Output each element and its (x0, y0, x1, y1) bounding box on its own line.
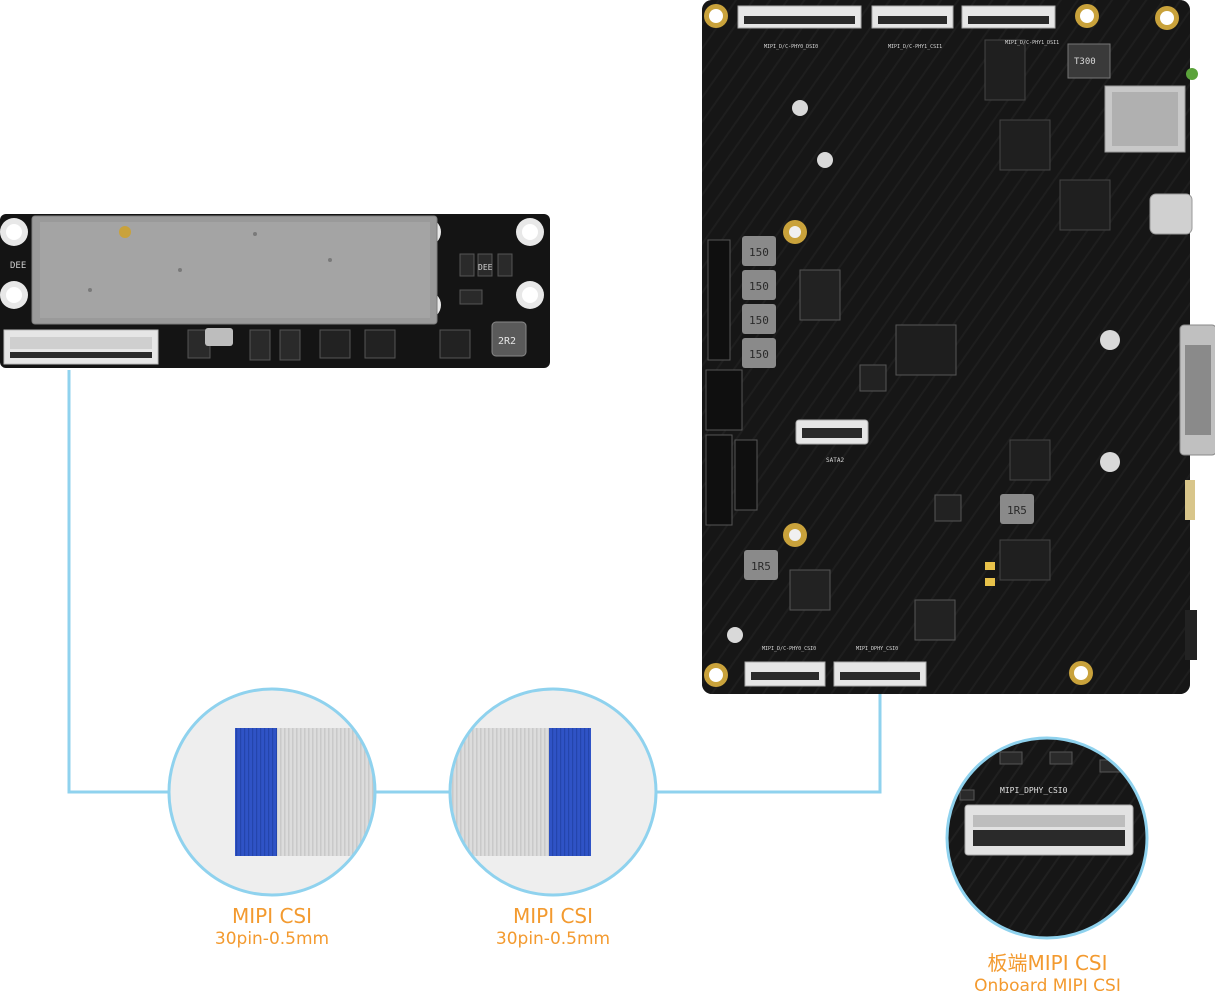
cable-zoom-left (167, 687, 377, 897)
caption-onboard-en: Onboard MIPI CSI (974, 976, 1121, 996)
label-dsi1: MIPI_D/C-PHY1_DSI1 (1005, 40, 1059, 46)
caption-cable-left-title: MIPI CSI (231, 904, 313, 928)
main-chip (895, 324, 957, 376)
caption-cable-left: MIPI CSI 30pin-0.5mm (172, 904, 372, 950)
caption-cable-left-spec: 30pin-0.5mm (214, 929, 330, 949)
main-board-silkscreen: MIPI_D/C-PHY0_DSI0 MIPI_D/C-PHY1_CSI1 MI… (749, 40, 1096, 652)
main-board (702, 0, 1215, 694)
caption-cable-right: MIPI CSI 30pin-0.5mm (453, 904, 653, 950)
inductor-150-d: 150 (749, 348, 769, 361)
onboard-connector-zoom (945, 736, 1149, 940)
caption-cable-right-title: MIPI CSI (512, 904, 594, 928)
camera-silk-2r2: 2R2 (498, 336, 516, 347)
label-sata2: SATA2 (826, 457, 844, 464)
camera-silk-dee-1: DEE (10, 261, 26, 271)
inductor-2r2 (491, 321, 527, 357)
camera-silk-dee-2: DEE (478, 263, 493, 272)
label-csi1: MIPI_D/C-PHY1_CSI1 (888, 44, 942, 50)
camera-module-board (0, 214, 550, 368)
inductor-150-b: 150 (749, 280, 769, 293)
label-csi0-cphy: MIPI_D/C-PHY0_CSI0 (762, 646, 816, 652)
connection-lines (67, 370, 882, 794)
inductor-150-a: 150 (749, 246, 769, 259)
cable-zoom-right (448, 687, 658, 897)
inductor-1r5-b: 1R5 (751, 560, 771, 573)
inductor-150-c: 150 (749, 314, 769, 327)
inductor-1r5-a: 1R5 (1007, 504, 1027, 517)
caption-cable-right-spec: 30pin-0.5mm (495, 929, 611, 949)
caption-onboard-cn: 板端MIPI CSI (987, 951, 1108, 975)
caption-onboard: 板端MIPI CSI Onboard MIPI CSI (940, 951, 1155, 997)
label-dphy-csi0: MIPI_DPHY_CSI0 (856, 646, 898, 652)
label-dsi0: MIPI_D/C-PHY0_DSI0 (764, 44, 818, 50)
line-camera-to-cable (67, 370, 170, 794)
zoom-label-dphy-csi0: MIPI_DPHY_CSI0 (1000, 786, 1068, 795)
label-t300: T300 (1074, 57, 1096, 67)
line-cable-to-board (656, 688, 882, 794)
usb-c-port (1149, 193, 1193, 235)
